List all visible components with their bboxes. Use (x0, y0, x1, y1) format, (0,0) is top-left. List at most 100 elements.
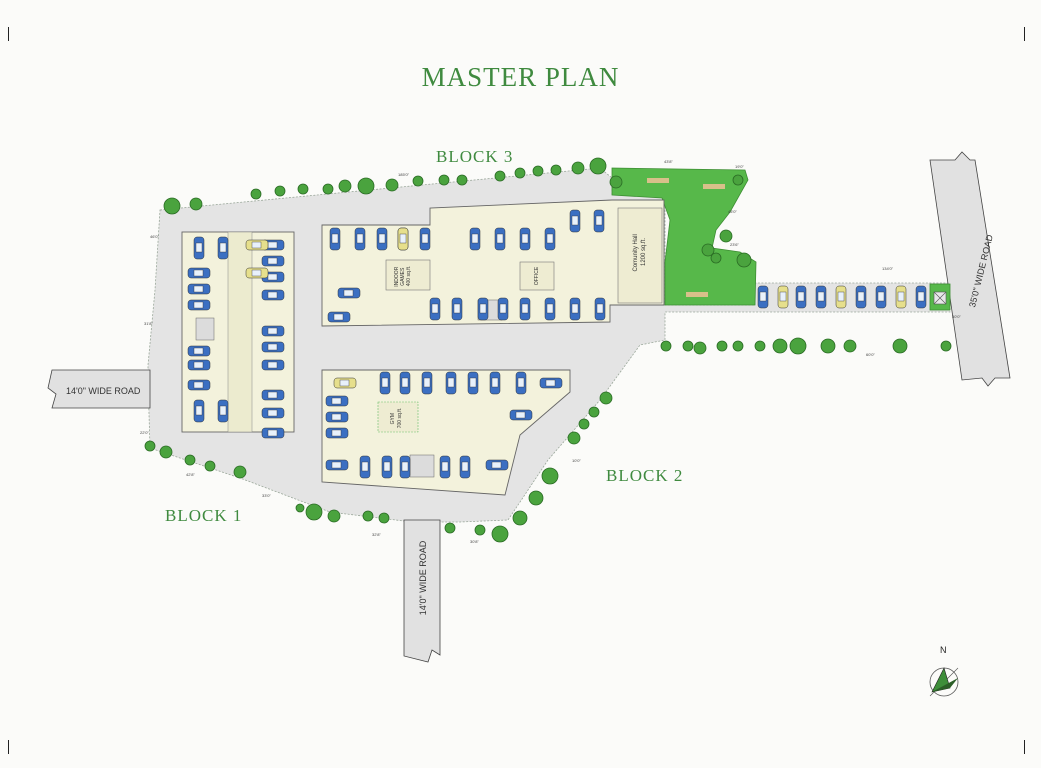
dim-bottom-right: 30'8" (470, 539, 479, 544)
tree-icon (327, 509, 341, 523)
car-icon (261, 255, 285, 267)
tree-icon (571, 161, 585, 175)
crop-mark (1024, 27, 1025, 41)
dim-access-low: 60'0" (866, 352, 875, 357)
landscape-trees (144, 157, 952, 543)
car-icon (795, 285, 807, 309)
car-icon (485, 459, 509, 471)
car-icon (261, 407, 285, 419)
car-icon (193, 236, 205, 260)
tree-icon (609, 175, 623, 189)
tree-icon (204, 460, 216, 472)
tree-icon (159, 445, 173, 459)
tree-icon (184, 454, 196, 466)
car-icon (245, 267, 269, 279)
car-icon (325, 395, 349, 407)
car-icon (515, 371, 527, 395)
tree-icon (189, 197, 203, 211)
lawn-bench (647, 178, 669, 183)
tree-icon (305, 503, 323, 521)
block-3-label: BLOCK 3 (436, 147, 514, 166)
gym-room (377, 401, 419, 433)
tree-icon (412, 175, 424, 187)
tree-icon (250, 188, 262, 200)
tree-icon (322, 183, 334, 195)
north-arrow-icon (929, 667, 959, 697)
car-icon (419, 227, 431, 251)
stair (409, 454, 435, 478)
west-road (47, 369, 151, 409)
car-icon (217, 399, 229, 423)
dim-access-end: 30'0" (952, 314, 961, 319)
car-icon (855, 285, 867, 309)
car-icon (594, 297, 606, 321)
car-icon (569, 209, 581, 233)
car-icon (397, 227, 409, 251)
car-icon (445, 371, 457, 395)
car-icon (379, 371, 391, 395)
car-icon (494, 227, 506, 251)
car-icon (835, 285, 847, 309)
car-icon (539, 377, 563, 389)
tree-icon (297, 183, 309, 195)
tree-icon (599, 391, 613, 405)
car-icon (187, 345, 211, 357)
car-icon (489, 371, 501, 395)
car-icon (261, 289, 285, 301)
car-icon (359, 455, 371, 479)
crop-mark (8, 27, 9, 41)
crop-mark (8, 740, 9, 754)
office-label: OFFICE (534, 266, 540, 285)
tree-icon (660, 340, 672, 352)
tree-icon (940, 340, 952, 352)
block-2-label: BLOCK 2 (606, 466, 684, 485)
car-icon (895, 285, 907, 309)
car-icon (337, 287, 361, 299)
dim-left-mid: 31'8" (144, 321, 153, 326)
dim-left-top: 46'0" (150, 234, 159, 239)
car-icon (469, 227, 481, 251)
tree-icon (444, 522, 456, 534)
tree-icon (163, 197, 181, 215)
car-icon (261, 325, 285, 337)
car-icon (261, 389, 285, 401)
tree-icon (528, 490, 544, 506)
west-road-label: 14'0" WIDE ROAD (66, 386, 141, 396)
tree-icon (233, 465, 247, 479)
tree-icon (732, 340, 744, 352)
dim-left-low: 22'0" (140, 430, 149, 435)
tree-icon (512, 510, 528, 526)
indoor-games-label: INDOOR GAMES 400 sq.ft. (394, 265, 412, 286)
dim-green-b: 23'6" (730, 242, 739, 247)
car-icon (333, 377, 357, 389)
office-room (519, 261, 555, 291)
tree-icon (378, 512, 390, 524)
room-labels: INDOOR GAMES 400 sq.ft. OFFICE Comunity … (390, 234, 647, 429)
car-icon (217, 236, 229, 260)
block-1-label: BLOCK 1 (165, 506, 243, 525)
stair (195, 317, 215, 341)
dim-bottom-mid2: 32'8" (372, 532, 381, 537)
car-icon (915, 285, 927, 309)
north-label: N (940, 645, 947, 655)
car-icon (569, 297, 581, 321)
car-icon (467, 371, 479, 395)
car-icon (459, 455, 471, 479)
community-hall-room (617, 207, 663, 304)
gym-label: GYM 700 sq.ft. (390, 408, 403, 429)
car-icon (544, 297, 556, 321)
tree-icon (892, 338, 908, 354)
tree-icon (789, 337, 807, 355)
car-icon (497, 297, 509, 321)
tree-icon (719, 229, 733, 243)
car-icon (593, 209, 605, 233)
car-icon (451, 297, 463, 321)
car-icon (875, 285, 887, 309)
lawn-bench (703, 184, 725, 189)
car-icon (757, 285, 769, 309)
tree-icon (438, 174, 450, 186)
tree-icon (772, 338, 788, 354)
car-icon (477, 297, 489, 321)
tree-icon (274, 185, 286, 197)
